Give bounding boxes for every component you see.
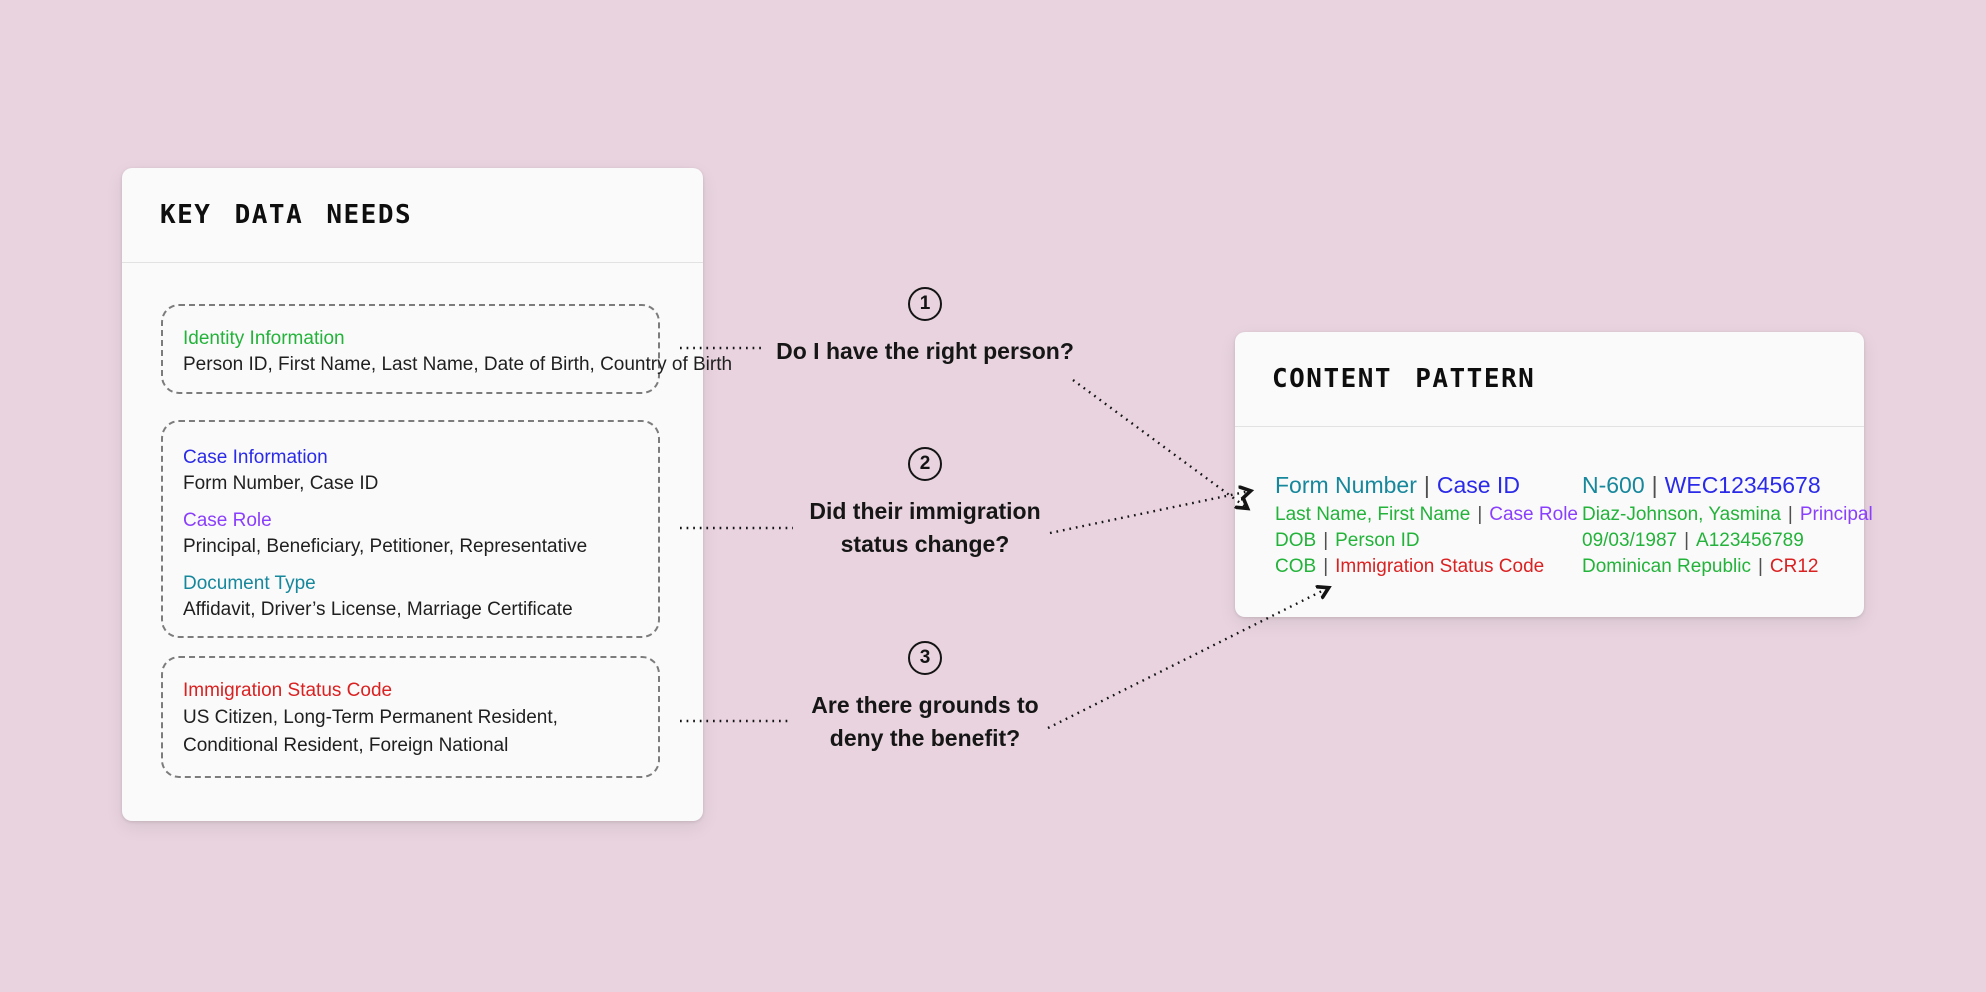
- pipe-separator: |: [1684, 530, 1690, 551]
- step-3-number-badge-icon: 3: [908, 641, 942, 675]
- field-group-label: Identity Information: [183, 328, 345, 349]
- field-group-label: Case Information: [183, 447, 328, 468]
- pattern-part: Diaz-Johnson, Yasmina: [1582, 504, 1781, 525]
- pattern-part: Form Number: [1275, 472, 1417, 498]
- pattern-row-value: 09/03/1987 | A123456789: [1582, 528, 1873, 554]
- field-group: Document Type Affidavit, Driver’s Licens…: [183, 571, 638, 623]
- pattern-row-label: Form Number|Case ID: [1275, 472, 1578, 502]
- step-2-number-badge-icon: 2: [908, 447, 942, 481]
- field-group: Immigration Status Code US Citizen, Long…: [183, 678, 638, 760]
- pattern-part: Case ID: [1436, 472, 1520, 498]
- pattern-part: Principal: [1799, 504, 1873, 525]
- content-pattern-card-title: CONTENT PATTERN: [1272, 364, 1536, 394]
- pattern-part: A123456789: [1696, 530, 1804, 551]
- immigration-status-code-box: Immigration Status Code US Citizen, Long…: [161, 656, 660, 778]
- question-1: 1 Do I have the right person?: [755, 287, 1095, 368]
- pattern-part: Case Role: [1489, 504, 1578, 525]
- pipe-separator: |: [1323, 556, 1329, 577]
- pattern-part: DOB: [1275, 530, 1317, 551]
- pattern-row-value: Dominican Republic | CR12: [1582, 554, 1873, 580]
- field-group-items: Principal, Beneficiary, Petitioner, Repr…: [183, 536, 588, 557]
- pipe-separator: |: [1423, 472, 1430, 498]
- content-pattern-labels-column: Form Number|Case ID Last Name, First Nam…: [1275, 472, 1578, 580]
- pattern-row-value: Diaz-Johnson, Yasmina | Principal: [1582, 502, 1873, 528]
- question-3-text: Are there grounds to deny the benefit?: [811, 692, 1039, 751]
- pattern-part: WEC12345678: [1664, 472, 1821, 498]
- pattern-part: Person ID: [1335, 530, 1420, 551]
- field-group-label: Document Type: [183, 573, 316, 594]
- pipe-separator: |: [1477, 504, 1483, 525]
- pattern-part: Immigration Status Code: [1335, 556, 1545, 577]
- pattern-row-label: Last Name, First Name | Case Role: [1275, 502, 1578, 528]
- step-1-number-badge-icon: 1: [908, 287, 942, 321]
- arrow-q1-to-identity-row: [1072, 379, 1247, 508]
- content-pattern-card: CONTENT PATTERN Form Number|Case ID Last…: [1235, 332, 1873, 617]
- pattern-part: Dominican Republic: [1582, 556, 1751, 577]
- content-pattern-values-column: N-600|WEC12345678 Diaz-Johnson, Yasmina|…: [1582, 472, 1873, 580]
- question-2-text: Did their immigration status change?: [809, 498, 1041, 557]
- identity-information-box: Identity Information Person ID, First Na…: [161, 304, 733, 394]
- field-group-items: US Citizen, Long-Term Permanent Resident…: [183, 707, 558, 756]
- pattern-row-label: DOB | Person ID: [1275, 528, 1578, 554]
- pattern-part: Last Name, First Name: [1275, 504, 1471, 525]
- pattern-row-label: COB | Immigration Status Code: [1275, 554, 1578, 580]
- pipe-separator: |: [1323, 530, 1329, 551]
- question-1-text: Do I have the right person?: [776, 338, 1074, 364]
- pattern-part: CR12: [1769, 556, 1819, 577]
- field-group: Case Role Principal, Beneficiary, Petiti…: [183, 508, 638, 560]
- field-group: Identity Information Person ID, First Na…: [183, 326, 733, 378]
- key-data-card-title: KEY DATA NEEDS: [160, 200, 413, 230]
- pattern-part: N-600: [1582, 472, 1645, 498]
- key-data-card-header: KEY DATA NEEDS: [122, 168, 703, 263]
- content-pattern-card-header: CONTENT PATTERN: [1235, 332, 1864, 427]
- field-group: Case Information Form Number, Case ID: [183, 445, 638, 497]
- pipe-separator: |: [1787, 504, 1793, 525]
- pipe-separator: |: [1757, 556, 1763, 577]
- question-2: 2 Did their immigration status change?: [755, 447, 1095, 561]
- pattern-row-value: N-600|WEC12345678: [1582, 472, 1873, 502]
- pattern-part: COB: [1275, 556, 1317, 577]
- case-information-box: Case Information Form Number, Case ID Ca…: [161, 420, 660, 638]
- field-group-items: Person ID, First Name, Last Name, Date o…: [183, 354, 733, 375]
- key-data-needs-card: KEY DATA NEEDS Identity Information Pers…: [122, 168, 733, 821]
- field-group-items: Form Number, Case ID: [183, 473, 379, 494]
- pattern-part: 09/03/1987: [1582, 530, 1678, 551]
- field-group-label: Case Role: [183, 510, 272, 531]
- field-group-items: Affidavit, Driver’s License, Marriage Ce…: [183, 599, 573, 620]
- pipe-separator: |: [1651, 472, 1658, 498]
- question-3: 3 Are there grounds to deny the benefit?: [755, 641, 1095, 755]
- field-group-label: Immigration Status Code: [183, 680, 393, 701]
